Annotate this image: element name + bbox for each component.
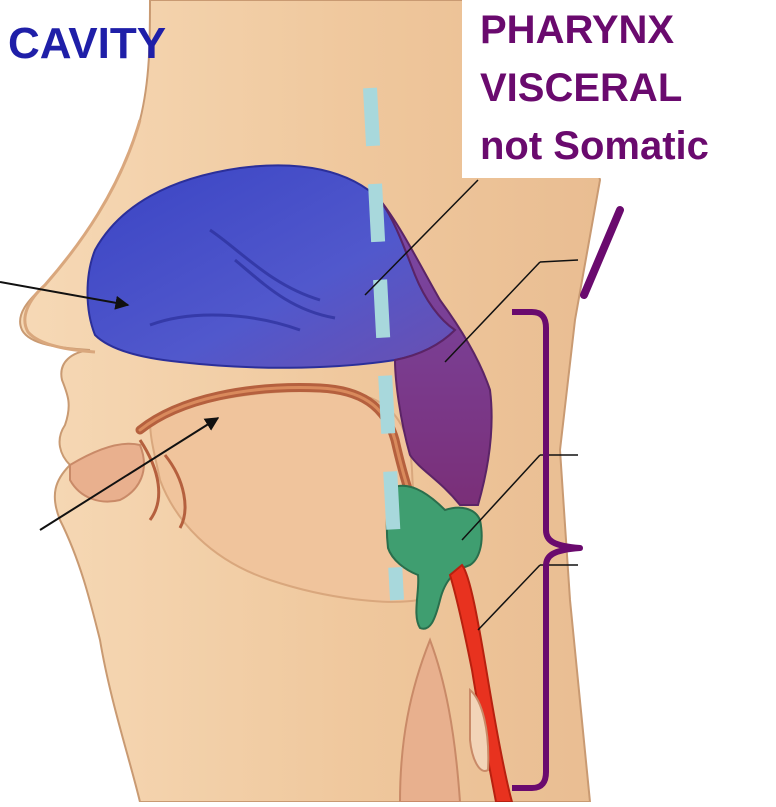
not-somatic-label: not Somatic bbox=[480, 122, 709, 170]
pharynx-label: PHARYNX bbox=[480, 6, 674, 54]
visceral-label: VISCERAL bbox=[480, 64, 682, 112]
cavity-label: CAVITY bbox=[8, 18, 166, 70]
